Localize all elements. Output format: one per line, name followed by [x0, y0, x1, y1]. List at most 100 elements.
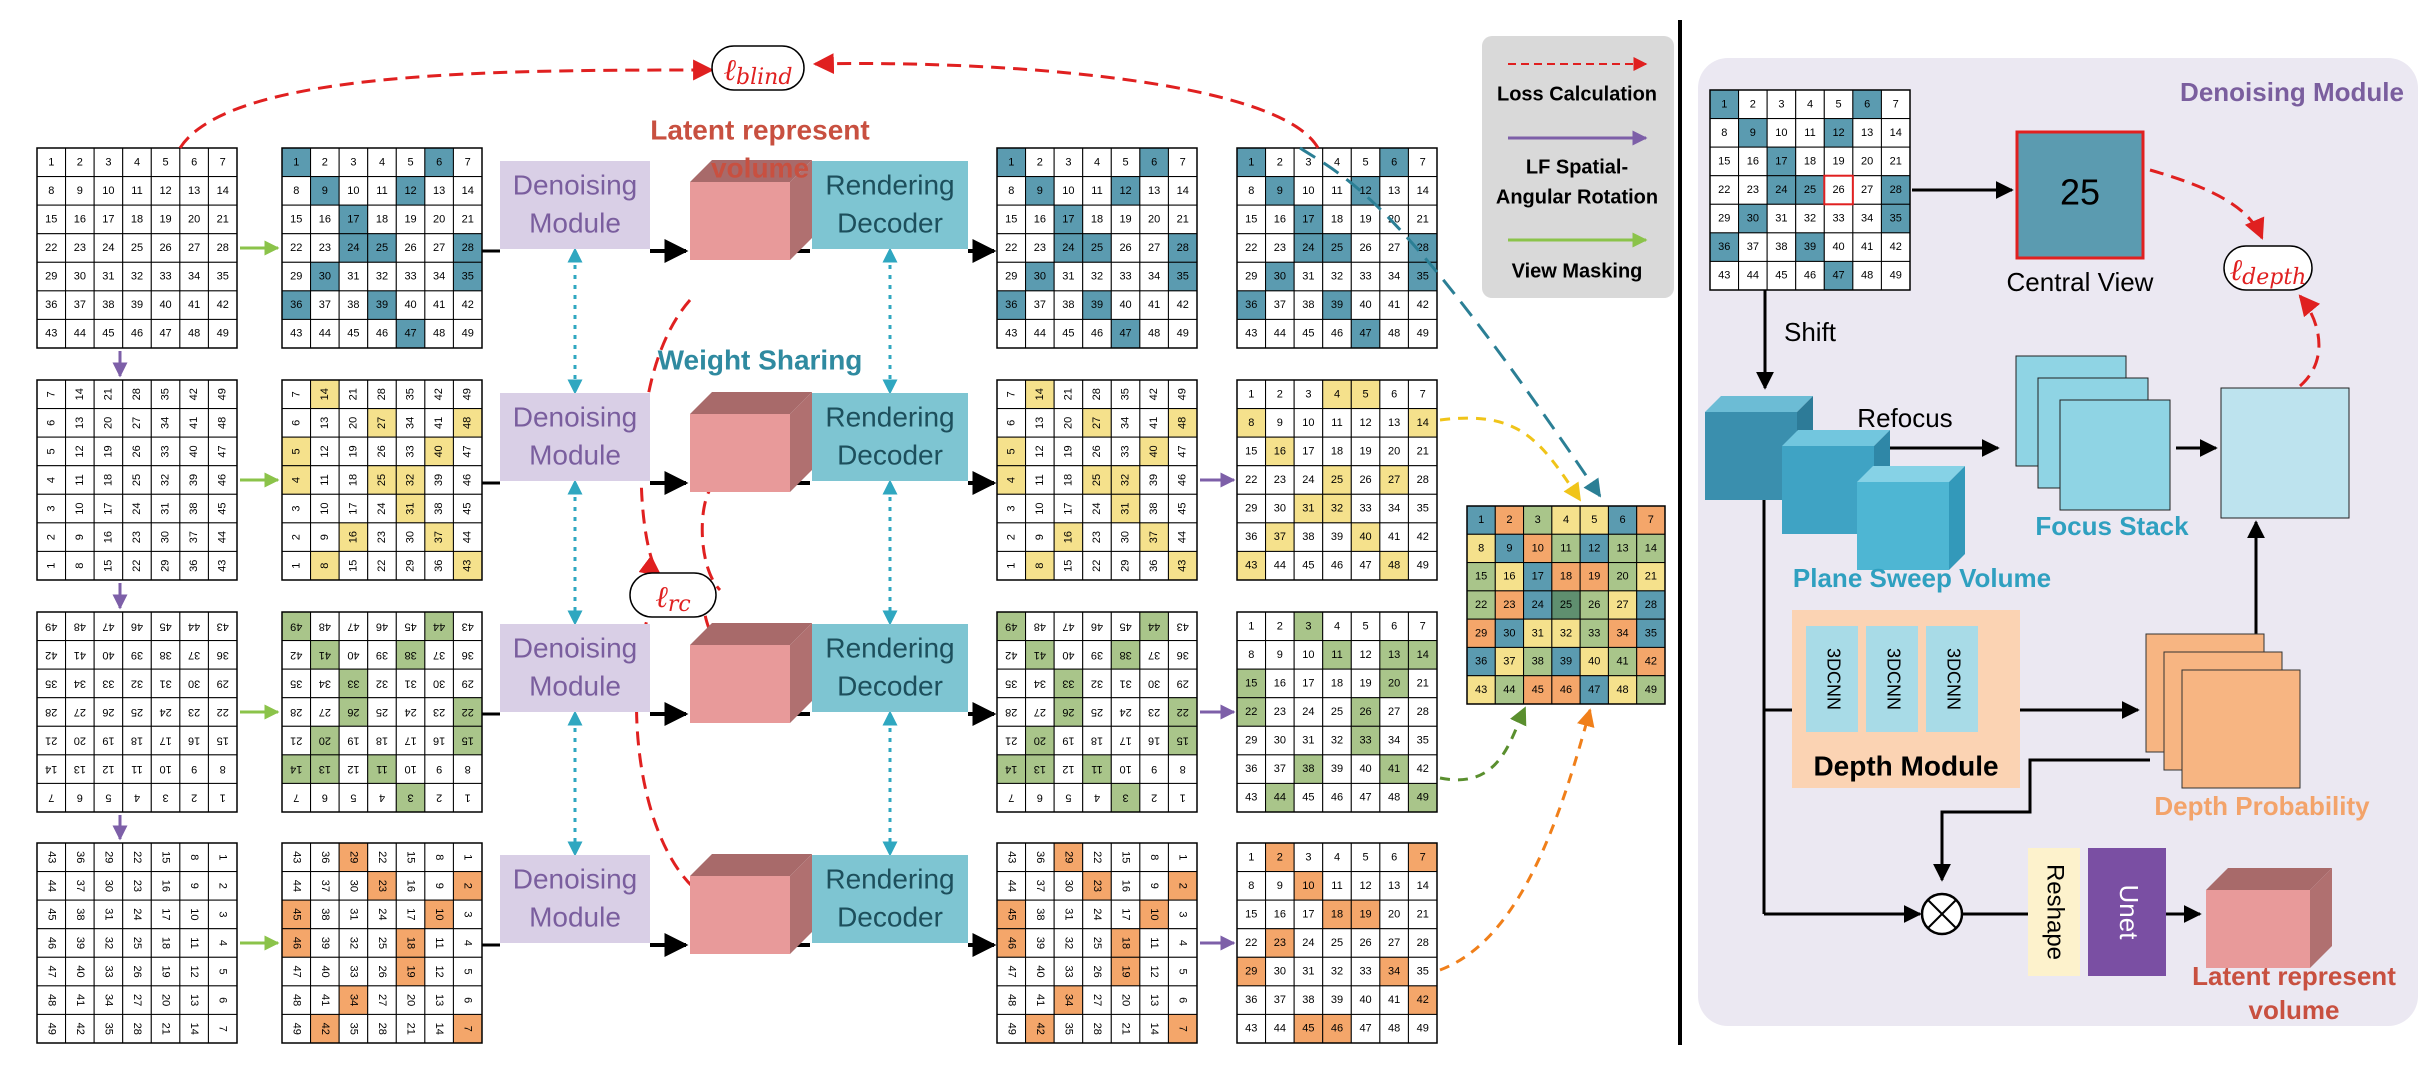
grid-cell: [338, 522, 369, 552]
grid-cell: [1265, 842, 1295, 873]
grid-cell-number: 8: [1034, 563, 1046, 569]
grid-cell-number: 23: [74, 242, 86, 254]
grid-cell-number: 42: [217, 299, 229, 311]
grid-cell-number: 33: [1062, 965, 1074, 977]
grid-cell-number: 19: [1359, 677, 1371, 689]
latent-volume-4-side: [790, 854, 812, 954]
grid-cell: [1167, 550, 1198, 581]
grid-cell-number: 41: [74, 994, 86, 1006]
grid-cell-number: 18: [376, 735, 388, 747]
grid-cell-number: 19: [1062, 445, 1074, 457]
grid-cell-number: 16: [1274, 908, 1286, 920]
grid-cell: [1322, 318, 1352, 349]
grid-cell: [338, 550, 369, 581]
grid-cell: [281, 290, 312, 320]
grid-cell-number: 46: [45, 937, 57, 949]
central-view-label: Central View: [2007, 267, 2154, 297]
grid-cell: [996, 408, 1027, 438]
multiply-node-x: [1927, 899, 1957, 929]
rendering-decoder-1: [812, 161, 968, 249]
grid-cell-number: 17: [1062, 213, 1074, 225]
grid-cell-number: 15: [405, 851, 417, 863]
grid-cell-number: 5: [1363, 156, 1369, 168]
grid-cell: [65, 640, 95, 670]
grid-cell: [150, 956, 181, 987]
grid-cell-number: 24: [404, 706, 416, 718]
grid-cell: [1053, 697, 1084, 727]
grid-cell-number: 40: [188, 445, 200, 457]
grid-cell-number: 45: [1302, 328, 1314, 340]
grid-cell-number: 29: [160, 560, 172, 572]
grid-cell: [452, 233, 483, 263]
grid-cell: [1322, 782, 1352, 813]
grid-cell: [1293, 436, 1324, 467]
grid-cell-number: 24: [131, 502, 143, 514]
fuse-arrow-green: [1439, 706, 1527, 782]
grid-cell-number: 23: [1091, 531, 1103, 543]
grid-cell-number: 22: [1177, 706, 1189, 718]
grid-cell-number: 12: [1034, 445, 1046, 457]
grid-cell-number: 43: [217, 620, 229, 632]
grid-cell: [1082, 261, 1112, 292]
grid-cell: [1523, 618, 1553, 648]
grid-cell-number: 21: [347, 388, 359, 400]
grid-cell-number: 23: [131, 531, 143, 543]
grid-cell-number: 9: [1750, 127, 1756, 139]
grid-cell-number: 13: [319, 417, 331, 429]
grid-cell-number: 44: [45, 880, 57, 892]
latent-volume-2-front: [690, 414, 790, 492]
grid-cell-number: 23: [433, 706, 445, 718]
grid-cell-number: 13: [433, 185, 445, 197]
grid-cell-number: 27: [1388, 474, 1400, 486]
grid-cell-number: 2: [290, 534, 302, 540]
grid-cell-number: 27: [1616, 599, 1628, 611]
grid-cell-number: 1: [45, 563, 57, 569]
grid-cell-number: 14: [1005, 763, 1017, 775]
grid-cell-number: 38: [1302, 531, 1314, 543]
latent-volume-2: [690, 392, 812, 492]
grid-cell-number: 8: [48, 185, 54, 197]
grid-cell: [281, 522, 312, 552]
grid-cell: [65, 261, 95, 292]
grid-cell: [122, 408, 152, 438]
grid-cell: [1110, 725, 1141, 756]
grid-cell: [1607, 675, 1638, 705]
grid-cell: [150, 782, 181, 813]
grid-cell: [1082, 725, 1112, 756]
grid-cell-number: 21: [1417, 677, 1429, 689]
grid-cell-number: 21: [462, 213, 474, 225]
grid-cell-number: 40: [1359, 531, 1371, 543]
grid-cell: [1795, 232, 1825, 262]
grid-cell-number: 32: [1331, 271, 1343, 283]
grid-cell-number: 18: [405, 937, 417, 949]
grid-cell: [65, 782, 95, 813]
grid-cell-number: 12: [159, 185, 171, 197]
loss-depth-label-box: [2223, 245, 2313, 291]
grid-cell-number: 6: [1037, 792, 1043, 804]
grid-cell-number: 46: [1091, 620, 1103, 632]
grid-cell: [1236, 640, 1267, 670]
grid-cell-number: 46: [1091, 328, 1103, 340]
grid-cell-number: 34: [433, 271, 445, 283]
grid-cell: [996, 318, 1027, 349]
shift-label: Shift: [1784, 317, 1837, 347]
grid-cell: [452, 871, 483, 901]
grid-cell-number: 46: [1560, 684, 1572, 696]
grid-cell-number: 24: [347, 242, 359, 254]
grid-cell-number: 16: [1747, 155, 1759, 167]
grid-cell-number: 10: [188, 908, 200, 920]
grid-cell-number: 34: [74, 677, 86, 689]
grid-cell-number: 44: [1274, 328, 1286, 340]
grid-cell-number: 8: [220, 763, 226, 775]
grid-cell: [1053, 465, 1084, 495]
grid-cell-number: 25: [131, 937, 143, 949]
grid-cell-number: 37: [74, 299, 86, 311]
grid-cell-number: 36: [1148, 560, 1160, 572]
grid-cell-number: 30: [347, 880, 359, 892]
grid-cell: [122, 697, 152, 727]
grid-cell-number: 33: [1119, 271, 1131, 283]
